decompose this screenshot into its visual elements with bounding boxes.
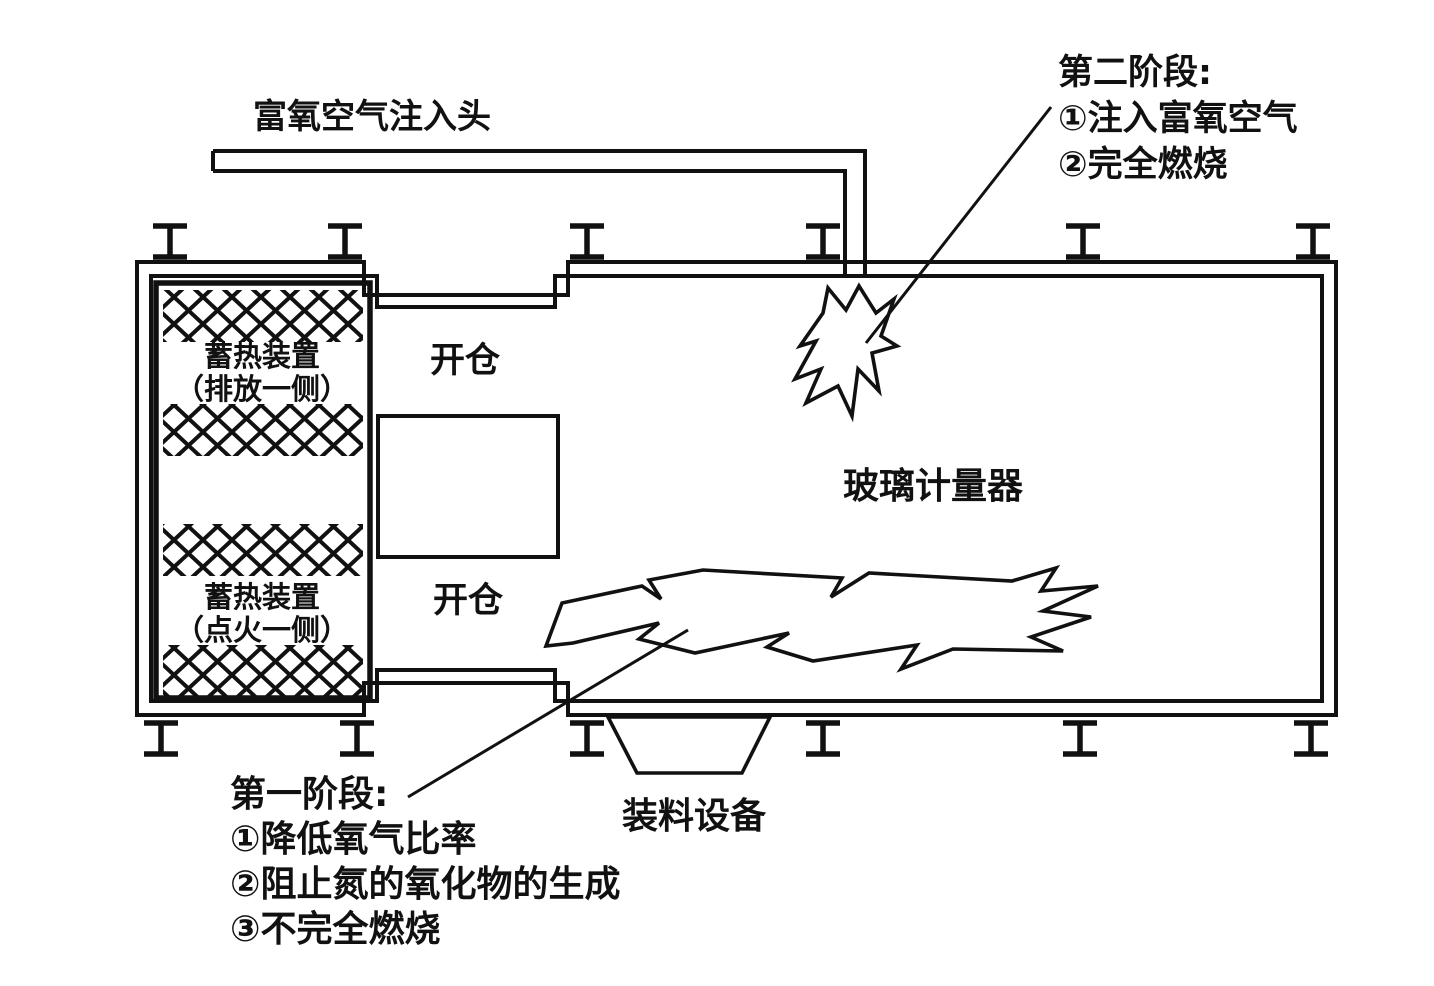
stage2-leader-line [864,106,1053,344]
i-beam-icon [1294,723,1328,754]
second-stage-flame-icon [791,282,902,423]
injection-pipe [211,149,867,277]
checker-band [163,404,363,456]
open-port-bottom-label: 开仓 [433,581,504,621]
regenerator-discharge-label-line1: 蓄热装置 [204,339,320,373]
stage1-item3: ③不完全燃烧 [230,908,440,950]
charging-equipment-label: 装料设备 [622,796,767,837]
i-beam-icon [340,723,374,754]
i-beam-icon [1066,226,1100,257]
charging-hopper [605,715,773,775]
stage2-item1: ①注入富氧空气 [1058,98,1298,139]
regenerator-ignition-label-line2: （点火一侧） [175,613,349,647]
regenerator-box [153,280,373,701]
top-supports [153,226,1330,257]
checker-band [163,524,363,576]
regenerator-ignition-label-line1: 蓄热装置 [204,580,320,614]
center-box [376,414,560,559]
injection-head-label: 富氧空气注入头 [253,97,491,137]
i-beam-icon [570,723,604,754]
checker-band [163,290,363,342]
stage1-leader-line [407,628,689,799]
i-beam-icon [1296,226,1330,257]
i-beam-icon [806,723,840,754]
i-beam-icon [806,226,840,257]
stage2-item2: ②完全燃烧 [1058,144,1228,185]
furnace-wall-outer [135,260,1338,717]
glass-meter-label: 玻璃计量器 [843,466,1024,507]
stage1-item2: ②阻止氮的氧化物的生成 [230,864,620,905]
i-beam-icon [144,723,178,754]
checker-band [163,645,363,696]
furnace-wall-inner [149,274,1324,703]
i-beam-icon [1063,723,1097,754]
stage1-item1: ①降低氧气比率 [230,819,476,860]
i-beam-icon [570,226,604,257]
regenerator-discharge-label-line2: （排放一侧） [175,372,349,406]
first-stage-flame-icon [543,564,1099,673]
i-beam-icon [153,226,187,257]
i-beam-icon [328,226,362,257]
open-port-top-label: 开仓 [430,341,501,381]
stage1-title: 第一阶段: [230,774,388,815]
stage2-title: 第二阶段: [1058,52,1212,93]
